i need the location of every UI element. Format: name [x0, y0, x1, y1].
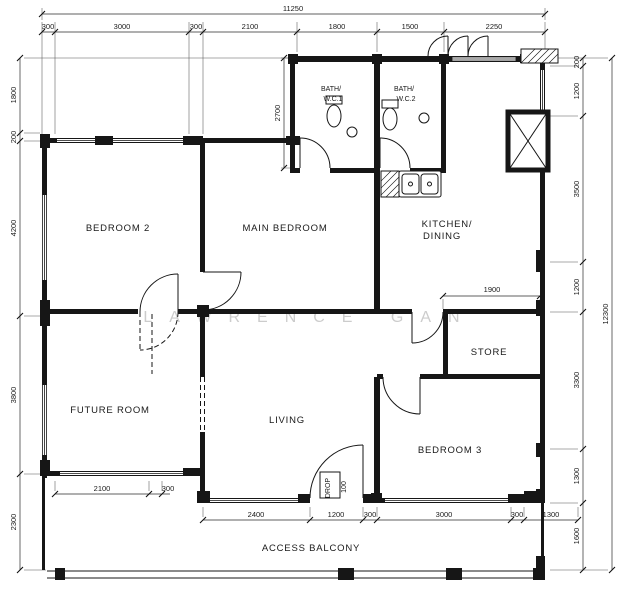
fixtures [319, 48, 559, 499]
dim-bath-height: 2700 [273, 105, 282, 122]
label-kitchen-line2: DINING [423, 231, 461, 242]
bedroom3-door-arc [382, 376, 421, 415]
label-bath1-line2: W.C.1 [323, 96, 342, 103]
dim-bottom-1: 2400 [248, 510, 265, 519]
dim-drop-depth: 100 [341, 481, 348, 493]
label-access-balcony: ACCESS BALCONY [262, 543, 360, 554]
entrance-door-arc [309, 444, 364, 499]
label-future-room: FUTURE ROOM [70, 405, 150, 416]
dim-right-1: 200 [572, 56, 581, 69]
room-labels: BEDROOM 2 MAIN BEDROOM KITCHEN/ DINING B… [70, 86, 508, 554]
dim-store-width: 1900 [484, 285, 501, 294]
label-main-bedroom: MAIN BEDROOM [242, 223, 327, 234]
dim-left-1: 1800 [9, 87, 18, 104]
toilet1-bowl [326, 104, 342, 128]
doors [139, 35, 489, 499]
wall-columns [40, 54, 545, 570]
dim-top-7: 2250 [486, 22, 503, 31]
dimension-labels: 11250 300 3000 300 2100 1800 1500 2250 1… [9, 4, 610, 544]
top-right-hatched-wall [520, 48, 559, 64]
dim-top-3: 300 [190, 22, 203, 31]
label-bedroom2: BEDROOM 2 [86, 223, 150, 234]
toilet2-bowl [382, 107, 398, 131]
bath1-floor-trap [346, 126, 358, 138]
label-bedroom3: BEDROOM 3 [418, 445, 482, 456]
dim-top-6: 1500 [402, 22, 419, 31]
dim-bottom-4: 3000 [436, 510, 453, 519]
dim-overall-height: 12300 [601, 304, 610, 325]
dim-sub-1: 2100 [94, 484, 111, 493]
kitchen-window-arcs [427, 35, 489, 57]
dim-top-5: 1800 [329, 22, 346, 31]
dim-right-7: 1600 [572, 528, 581, 545]
main-bedroom-door-arc [202, 271, 242, 311]
future-room-door-arc [139, 311, 179, 351]
bath2-door-arc [379, 137, 411, 169]
bath1-door-arc [299, 137, 331, 169]
label-bath2-line2: W.C.2 [396, 96, 415, 103]
dim-overall-width: 11250 [283, 4, 303, 13]
dim-bottom-6: 1300 [543, 510, 560, 519]
store-door-arc [411, 311, 444, 344]
bath2-floor-trap [418, 112, 430, 124]
dim-top-1: 300 [42, 22, 55, 31]
dim-right-6: 1300 [572, 468, 581, 485]
dim-bottom-2: 1200 [328, 510, 345, 519]
dim-right-3: 3500 [572, 181, 581, 198]
dim-left-2: 200 [9, 131, 18, 144]
balcony-railing [47, 568, 545, 580]
dim-right-4: 1200 [572, 279, 581, 296]
bedroom2-door-arc [139, 273, 179, 313]
label-bath2-line1: BATH/ [394, 86, 414, 93]
dim-left-5: 2300 [9, 514, 18, 531]
dim-bottom-5: 300 [511, 510, 524, 519]
dim-left-3: 4200 [9, 220, 18, 237]
label-kitchen-line1: KITCHEN/ [422, 219, 473, 230]
label-drop: DROP [325, 478, 332, 499]
dim-sub-2: 300 [162, 484, 175, 493]
label-store: STORE [471, 347, 508, 358]
dim-right-5: 3300 [572, 372, 581, 389]
dim-top-2: 3000 [114, 22, 131, 31]
dimension-lines [16, 8, 616, 574]
walls [42, 56, 545, 570]
dim-right-2: 1200 [572, 83, 581, 100]
dim-bottom-3: 300 [364, 510, 377, 519]
dim-left-4: 3800 [9, 387, 18, 404]
toilet1-cistern [325, 95, 343, 105]
label-living: LIVING [269, 415, 305, 426]
label-bath1-line1: BATH/ [321, 86, 341, 93]
dim-top-4: 2100 [242, 22, 259, 31]
drop-ledge [319, 471, 341, 499]
